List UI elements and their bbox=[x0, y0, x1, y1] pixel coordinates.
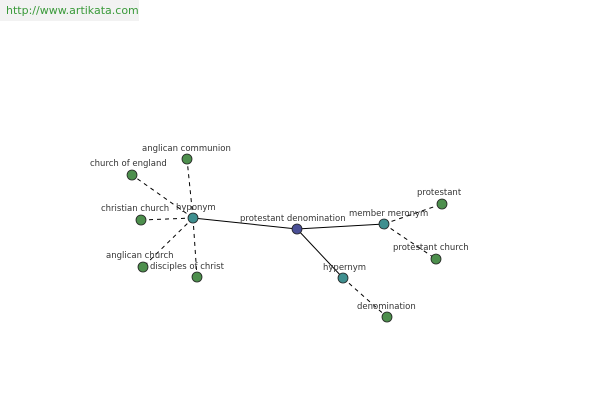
edge-root-to-rel-hyponym bbox=[192, 217, 298, 230]
edge-root-to-rel-hypernym bbox=[296, 228, 344, 279]
node-rel-hyponym[interactable] bbox=[187, 212, 199, 224]
node-protestant-church[interactable] bbox=[430, 253, 442, 265]
node-label-root: protestant denomination bbox=[240, 214, 346, 224]
node-rel-hypernym[interactable] bbox=[337, 272, 349, 284]
node-anglican-church[interactable] bbox=[137, 261, 149, 273]
node-anglican-communion[interactable] bbox=[181, 153, 193, 165]
node-rel-member-meronym[interactable] bbox=[378, 218, 390, 230]
node-root[interactable] bbox=[291, 223, 303, 235]
node-label-church-of-england: church of england bbox=[90, 159, 167, 169]
node-church-of-england[interactable] bbox=[126, 169, 138, 181]
edge-rel-hyponym-to-disciples-of-christ bbox=[192, 217, 198, 278]
edge-rel-member-meronym-to-protestant-church bbox=[383, 223, 437, 260]
node-layer bbox=[126, 153, 448, 323]
node-label-disciples-of-christ: disciples of christ bbox=[150, 262, 225, 272]
edge-rel-hyponym-to-christian-church bbox=[140, 217, 194, 221]
node-protestant[interactable] bbox=[436, 198, 448, 210]
edge-rel-hyponym-to-anglican-communion bbox=[186, 158, 194, 219]
node-label-rel-hyponym: hyponym bbox=[176, 203, 216, 213]
node-label-anglican-church: anglican church bbox=[106, 251, 174, 261]
node-denomination[interactable] bbox=[381, 311, 393, 323]
edge-rel-hyponym-to-anglican-church bbox=[142, 217, 194, 268]
node-christian-church[interactable] bbox=[135, 214, 147, 226]
edge-root-to-rel-member-meronym bbox=[296, 223, 385, 230]
node-label-anglican-communion: anglican communion bbox=[142, 144, 231, 154]
node-label-rel-member-meronym: member meronym bbox=[349, 209, 428, 219]
watermark-url: http://www.artikata.com bbox=[0, 0, 139, 21]
node-disciples-of-christ[interactable] bbox=[191, 271, 203, 283]
edge-layer bbox=[131, 158, 443, 318]
node-label-denomination: denomination bbox=[357, 302, 416, 312]
edge-rel-hypernym-to-denomination bbox=[342, 277, 388, 318]
node-label-christian-church: christian church bbox=[101, 204, 169, 214]
node-label-protestant: protestant bbox=[417, 188, 462, 198]
node-label-protestant-church: protestant church bbox=[393, 243, 469, 253]
edge-rel-member-meronym-to-protestant bbox=[383, 203, 443, 225]
label-layer: protestant denomination hyponym member mer… bbox=[90, 144, 469, 312]
node-label-rel-hypernym: hypernym bbox=[323, 263, 366, 273]
